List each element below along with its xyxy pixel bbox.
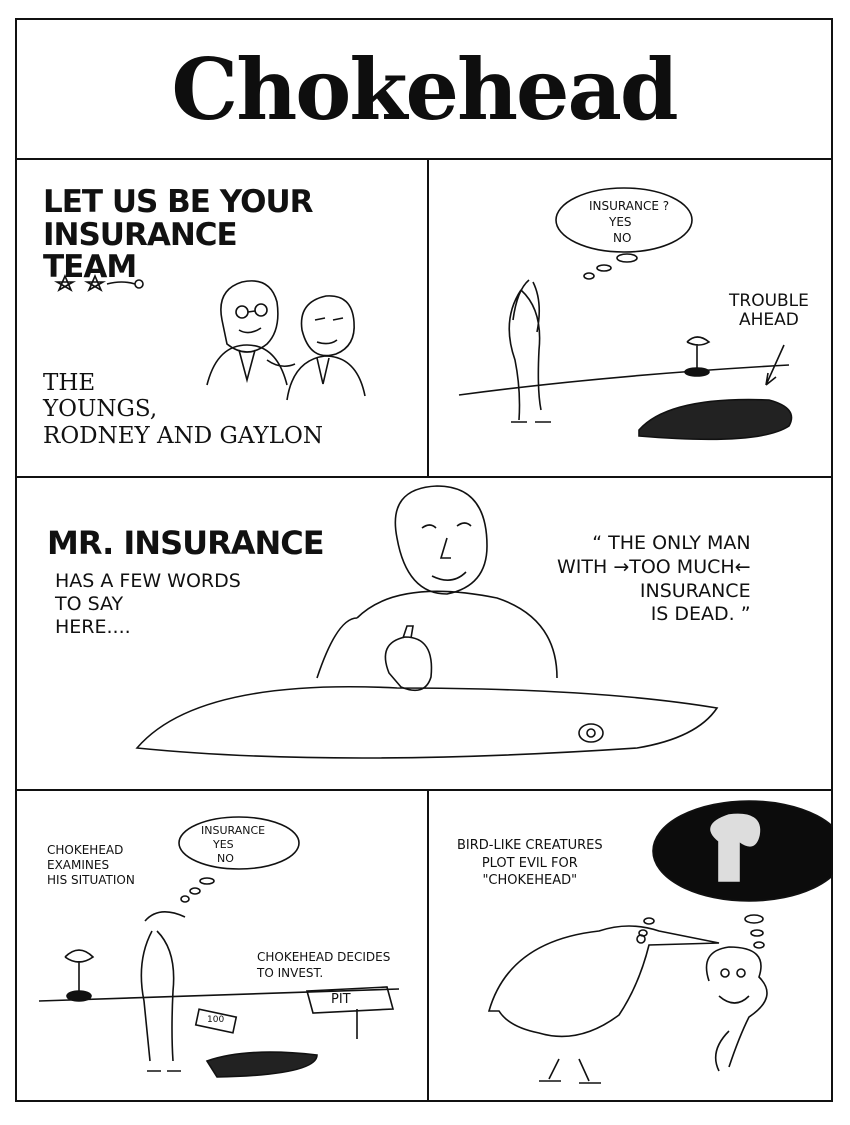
panel-1-caption: THE YOUNGS, RODNEY AND GAYLON (43, 370, 323, 449)
explosion-cloud (710, 813, 761, 882)
thought-question: INSURANCE ? (589, 199, 670, 213)
chokehead-invests-illustration (38, 816, 400, 1078)
star-icon (53, 273, 77, 292)
bill-text: 100 (207, 1015, 225, 1025)
divider (427, 791, 429, 1102)
mr-insurance-subtitle: HAS A FEW WORDS TO SAY HERE.... (55, 570, 241, 638)
thought-no: NO (613, 231, 632, 245)
divider (17, 476, 831, 478)
pit-hole (205, 1051, 318, 1078)
divider (427, 160, 429, 476)
thought-bubble (555, 187, 693, 253)
money-bag (384, 636, 433, 692)
panel-4-action: CHOKEHEAD DECIDES TO INVEST. (257, 950, 391, 981)
thought-no: NO (217, 852, 234, 865)
mr-insurance-headline: MR. INSURANCE (47, 524, 325, 562)
trouble-ahead-illustration (458, 187, 793, 441)
panel-3: MR. INSURANCE HAS A FEW WORDS TO SAY HER… (17, 478, 833, 789)
panel-4: CHOKEHEAD EXAMINES HIS SITUATION INSURAN… (17, 791, 427, 1102)
bird-creatures-illustration (487, 800, 833, 1084)
small-creature (705, 946, 768, 1072)
dark-thought-bubble (652, 800, 833, 902)
bill-icon (194, 1008, 238, 1034)
youngs-illustration (53, 273, 366, 401)
star-icon (83, 273, 107, 292)
bird-creature (487, 925, 720, 1038)
thought-yes: YES (609, 215, 632, 229)
divider (17, 789, 831, 791)
thought-yes: YES (213, 838, 234, 851)
panel-5-caption: BIRD-LIKE CREATURES PLOT EVIL FOR "CHOKE… (457, 838, 603, 889)
mr-insurance-illustration (135, 485, 719, 759)
plant-icon (686, 336, 711, 370)
panel-1-headline: LET US BE YOUR INSURANCE TEAM (43, 184, 313, 286)
chokehead-figure (508, 279, 542, 421)
panel-2: INSURANCE ? YES NO TROUBLE AHEAD (429, 160, 833, 476)
comic-page: Chokehead LET US BE YOUR INSURANCE TEAM (15, 18, 833, 1102)
panel-4-caption: CHOKEHEAD EXAMINES HIS SITUATION (47, 843, 135, 887)
panel-5: BIRD-LIKE CREATURES PLOT EVIL FOR "CHOKE… (429, 791, 833, 1102)
comic-title: Chokehead (171, 40, 678, 139)
mr-insurance-quote: “ THE ONLY MAN WITH →TOO MUCH← INSURANCE… (557, 532, 751, 626)
thought-bubble (178, 816, 300, 870)
pit-signpost (305, 986, 395, 1039)
chokehead-figure (140, 911, 186, 1062)
arrow-icon (765, 344, 785, 386)
thought-question: INSURANCE (201, 824, 266, 837)
plant-icon (64, 949, 95, 991)
panel-1: LET US BE YOUR INSURANCE TEAM (17, 160, 427, 476)
pit-sign-text: PIT (331, 992, 351, 1007)
divider (17, 158, 831, 160)
pit-hole (638, 398, 793, 441)
mr-insurance-head (394, 485, 488, 595)
trouble-ahead-sign: TROUBLE AHEAD (729, 291, 809, 330)
